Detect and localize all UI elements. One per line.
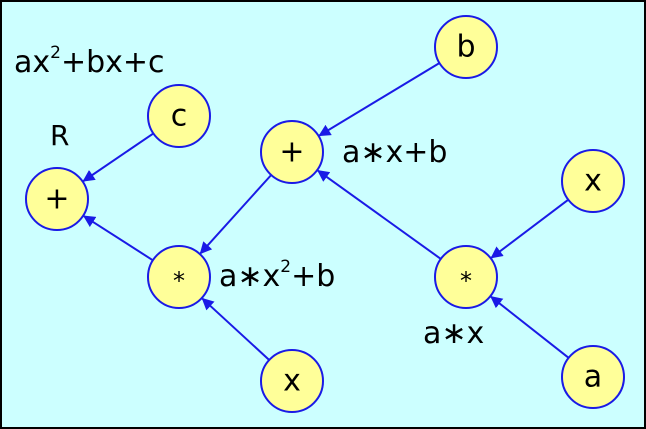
node-x2: x: [561, 149, 625, 213]
a-x-squared-plus-b-label: a∗x2+b: [219, 257, 335, 294]
polynomial-exponent: 2: [50, 43, 61, 63]
node-label: b: [456, 30, 475, 65]
a-x-label: a∗x: [423, 316, 484, 351]
node-label: *: [173, 267, 185, 295]
node-c: c: [147, 84, 211, 148]
edges: [82, 62, 570, 361]
edge-c-to-root-plus: [82, 132, 154, 182]
node-label: x: [584, 164, 602, 199]
node-label: *: [460, 267, 472, 295]
a-x-squared-base: a∗x: [219, 259, 280, 294]
node-circle: [561, 345, 625, 409]
edge-x2-to-mul-ax: [490, 198, 569, 259]
node-circle: [260, 349, 324, 413]
node-circle: [561, 149, 625, 213]
node-plus-axb: +: [260, 120, 324, 184]
polynomial-rest: +bx+c: [61, 45, 165, 80]
node-b: b: [434, 15, 498, 79]
edge-b-to-plus-axb: [318, 62, 441, 137]
a-x-squared-exponent: 2: [280, 257, 291, 277]
polynomial-label: ax2+bx+c: [14, 43, 165, 80]
node-x1: x: [260, 349, 324, 413]
node-circle: [25, 167, 89, 231]
node-circle: [147, 84, 211, 148]
node-circle: [260, 120, 324, 184]
a-x-squared-rest: +b: [291, 259, 335, 294]
result-label: R: [50, 119, 69, 152]
node-circle: [434, 15, 498, 79]
edge-mul-axx-to-root-plus: [82, 215, 154, 262]
edge-mul-ax-to-plus-axb: [317, 169, 442, 260]
node-label: +: [44, 182, 69, 217]
a-x-plus-b-label: a∗x+b: [342, 135, 447, 170]
edge-plus-axb-to-mul-axx: [199, 174, 272, 255]
node-label: a: [584, 360, 602, 395]
edge-a-to-mul-ax: [490, 296, 570, 359]
node-mul-ax: *: [434, 245, 498, 309]
node-mul-axx: *: [147, 245, 211, 309]
node-circle: [147, 245, 211, 309]
node-label: c: [171, 99, 188, 134]
polynomial-base: ax: [14, 45, 50, 80]
edge-x1-to-mul-axx: [201, 297, 270, 361]
node-a: a: [561, 345, 625, 409]
node-circle: [434, 245, 498, 309]
node-label: x: [283, 364, 301, 399]
node-label: +: [279, 135, 304, 170]
nodes: +c*x+bx*a: [25, 15, 625, 413]
node-root-plus: +: [25, 167, 89, 231]
